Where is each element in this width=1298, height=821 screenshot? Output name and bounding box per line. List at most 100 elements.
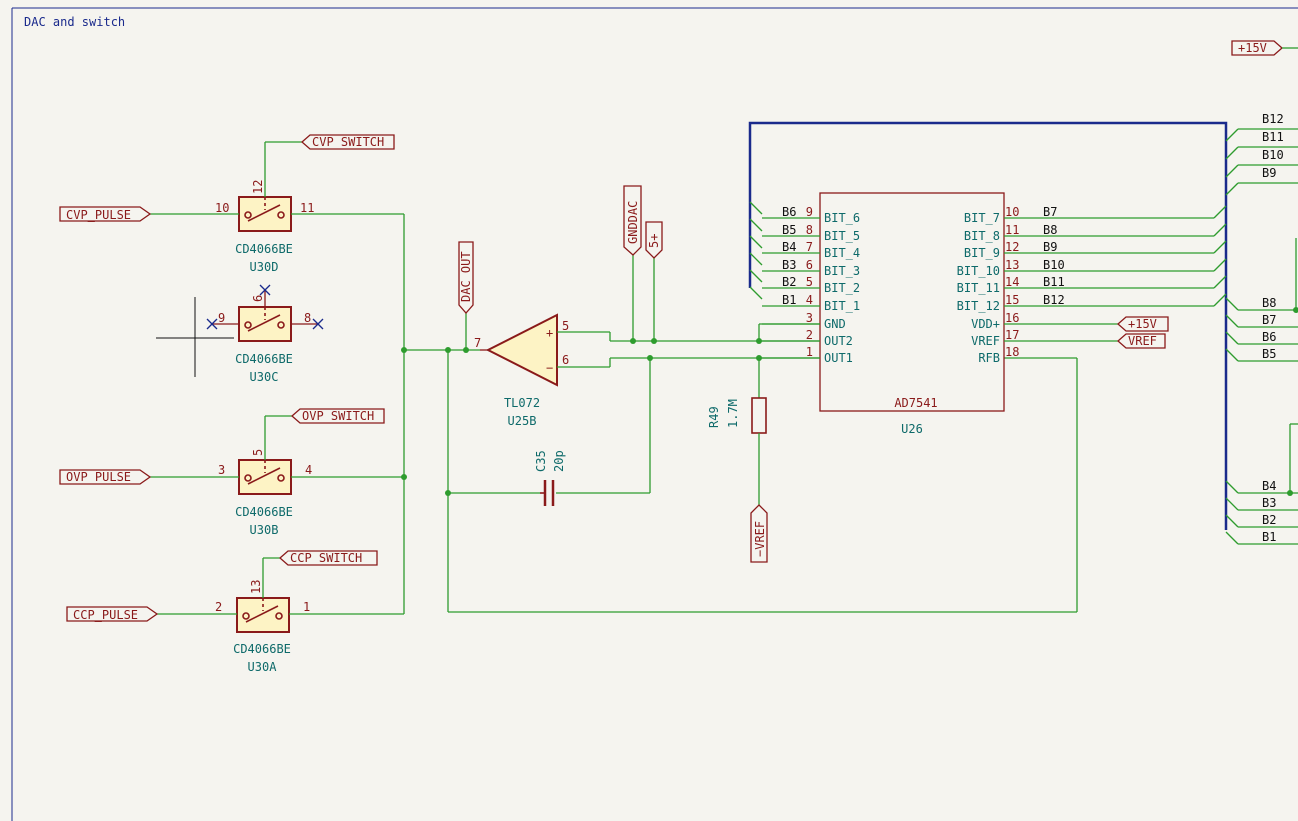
u30b-part-name: CD4066BE xyxy=(235,505,293,519)
u30a-pin-ctrl: 13 xyxy=(249,580,263,594)
five-plus-text: 5+ xyxy=(647,234,661,248)
dac-ref: U26 xyxy=(901,422,923,436)
u30b-pin-ctrl: 5 xyxy=(251,449,265,456)
dac-right-pin-net: B12 xyxy=(1043,293,1065,307)
u30b-pin-in: 3 xyxy=(218,463,225,477)
dac-right-pin-net: B8 xyxy=(1043,223,1057,237)
dac-right-pin-net: B7 xyxy=(1043,205,1057,219)
vref-text: VREF xyxy=(1128,334,1157,348)
u30a-ref: U30A xyxy=(248,660,278,674)
label-ccp-pulse[interactable]: CCP_PULSE xyxy=(66,606,159,622)
dac-left-pin-net: B4 xyxy=(782,240,796,254)
u30d-pin-in: 10 xyxy=(215,201,229,215)
dac-left-pin-name: BIT_2 xyxy=(824,281,860,295)
ccp-switch-text: CCP_SWITCH xyxy=(290,551,362,565)
dac-ad7541[interactable]: AD7541 U26 xyxy=(819,192,1005,436)
dac-right-pin-name: BIT_12 xyxy=(957,299,1000,313)
plus15v-dac-text: +15V xyxy=(1128,317,1157,331)
dac-right-pin-num: 18 xyxy=(1005,345,1019,359)
label-5plus[interactable]: 5+ xyxy=(645,221,663,341)
switch-u30b[interactable]: 3 4 5 CD4066BE U30B xyxy=(150,415,404,537)
u30d-ref: U30D xyxy=(250,260,279,274)
label-vref[interactable]: VREF xyxy=(1117,333,1166,349)
u30a-pin-out: 1 xyxy=(303,600,310,614)
u30a-pin-in: 2 xyxy=(215,600,222,614)
resistor-r49[interactable]: R49 1.7M xyxy=(707,358,767,505)
right-bus-entries xyxy=(1004,128,1298,545)
label-plus15v-top[interactable]: +15V xyxy=(1231,40,1298,56)
capacitor-c35[interactable]: C35 20p xyxy=(534,450,566,506)
dac-right-pin-name: VREF xyxy=(971,334,1000,348)
switch-output-wire xyxy=(401,214,480,614)
r49-ref: R49 xyxy=(707,406,721,428)
opamp-minus-sign: − xyxy=(546,361,553,375)
dac-right-pin-name: BIT_9 xyxy=(964,246,1000,260)
opamp-ref: U25B xyxy=(508,414,537,428)
label-ovp-switch[interactable]: OVP_SWITCH xyxy=(291,408,385,424)
dac-right-pin-num: 12 xyxy=(1005,240,1019,254)
dac-left-pin-name: BIT_4 xyxy=(824,246,860,260)
bus-entry-label: B4 xyxy=(1262,479,1276,493)
dac-right-pin-name: BIT_7 xyxy=(964,211,1000,225)
label-gnddac[interactable]: GNDDAC xyxy=(623,185,642,341)
dac-right-pin-name: BIT_10 xyxy=(957,264,1000,278)
u30d-pin-out: 11 xyxy=(300,201,314,215)
dac-left-pin-num: 6 xyxy=(806,258,813,272)
dac-left-pin-num: 8 xyxy=(806,223,813,237)
label-plus15v-dac[interactable]: +15V xyxy=(1117,316,1169,332)
opamp-pin-minus: 6 xyxy=(562,353,569,367)
ovp-switch-text: OVP_SWITCH xyxy=(302,409,374,423)
dac-left-pin-num: 5 xyxy=(806,275,813,289)
label-minus-vref[interactable]: −VREF xyxy=(750,504,768,563)
switch-u30c[interactable]: 9 8 6 CD4066BE U30C xyxy=(156,284,324,384)
bus-entry-label: B10 xyxy=(1262,148,1284,162)
dac-right-pin-num: 16 xyxy=(1005,311,1019,325)
c35-value: 20p xyxy=(552,450,566,472)
dac-left-pin-net: B6 xyxy=(782,205,796,219)
dac-right-pin-net: B10 xyxy=(1043,258,1065,272)
bus-entry-label: B5 xyxy=(1262,347,1276,361)
label-ovp-pulse[interactable]: OVP_PULSE xyxy=(59,469,152,485)
bus-entry-label: B3 xyxy=(1262,496,1276,510)
label-cvp-switch[interactable]: CVP_SWITCH xyxy=(301,134,395,150)
minus-vref-text: −VREF xyxy=(753,521,767,557)
dac-right-pin-name: RFB xyxy=(978,351,1000,365)
dac-left-pin-num: 3 xyxy=(806,311,813,325)
switch-u30a[interactable]: 2 1 13 CD4066BE U30A xyxy=(157,557,404,674)
left-bus xyxy=(748,121,1228,530)
dac-left-pin-name: BIT_1 xyxy=(824,299,860,313)
dac-left-pin-num: 2 xyxy=(806,328,813,342)
u30c-pin-out: 8 xyxy=(304,311,311,325)
u30d-part-name: CD4066BE xyxy=(235,242,293,256)
sheet-frame xyxy=(11,7,1298,821)
bus-entry-label: B11 xyxy=(1262,130,1284,144)
u30b-ref: U30B xyxy=(250,523,279,537)
u30c-pin-ctrl: 6 xyxy=(251,295,265,302)
dac-right-pin-name: BIT_8 xyxy=(964,229,1000,243)
switch-u30d[interactable]: 10 11 12 CD4066BE U30D xyxy=(150,141,404,274)
u30d-pin-ctrl: 12 xyxy=(251,180,265,194)
dac-left-pin-name: BIT_5 xyxy=(824,229,860,243)
bus-entry-label: B8 xyxy=(1262,296,1276,310)
u30c-pin-in: 9 xyxy=(218,311,225,325)
label-dac-out[interactable]: DAC OUT xyxy=(458,241,474,350)
u30b-pin-out: 4 xyxy=(305,463,312,477)
ovp-pulse-text: OVP_PULSE xyxy=(66,470,131,484)
dac-right-pin-net: B11 xyxy=(1043,275,1065,289)
plus15v-top-text: +15V xyxy=(1238,41,1267,55)
dac-left-pin-num: 1 xyxy=(806,345,813,359)
dac-left-pin-num: 9 xyxy=(806,205,813,219)
opamp-u25b[interactable]: + − 7 5 6 TL072 U25B xyxy=(474,313,610,428)
label-ccp-switch[interactable]: CCP_SWITCH xyxy=(279,550,378,566)
bus-entry-label: B7 xyxy=(1262,313,1276,327)
dac-right-pin-num: 17 xyxy=(1005,328,1019,342)
frame-title: DAC and switch xyxy=(24,15,125,29)
dac-left-pin-name: OUT2 xyxy=(824,334,853,348)
label-cvp-pulse[interactable]: CVP_PULSE xyxy=(59,206,152,222)
dac-left-pin-name: OUT1 xyxy=(824,351,853,365)
dac-left-pin-net: B3 xyxy=(782,258,796,272)
u30c-part-name: CD4066BE xyxy=(235,352,293,366)
